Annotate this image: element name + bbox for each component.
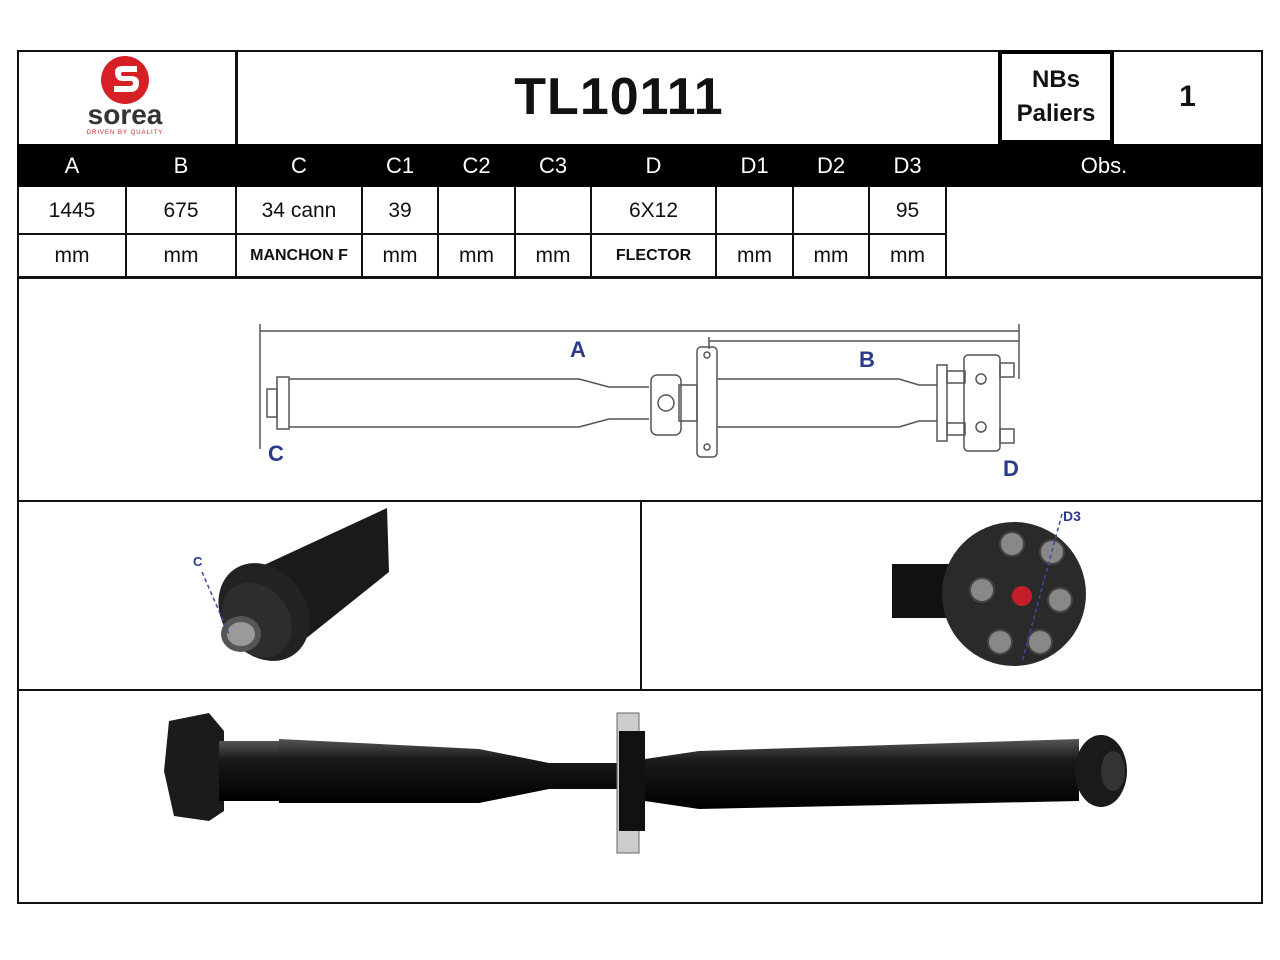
- col-header-c1: C1: [385, 152, 415, 178]
- driveshaft-photo-icon: [164, 712, 1127, 854]
- flector-photo-icon: [892, 513, 1086, 666]
- value-c1: 39: [388, 199, 412, 222]
- sleeve-photo-icon: [201, 508, 389, 661]
- unit-c3: mm: [535, 244, 571, 267]
- value-d2: [794, 189, 868, 233]
- divider: [868, 187, 870, 277]
- value-c2: [439, 189, 514, 233]
- diagram-label-b: B: [859, 347, 875, 372]
- col-header-d: D: [645, 152, 662, 178]
- divider: [235, 52, 238, 144]
- col-header-b: B: [173, 152, 189, 178]
- photo-label-d3: D3: [1063, 508, 1081, 524]
- divider: [945, 187, 947, 277]
- col-header-d1: D1: [740, 152, 769, 178]
- value-d1: [717, 189, 792, 233]
- unit-c: MANCHON F: [250, 247, 348, 264]
- col-header-c2: C2: [462, 152, 491, 178]
- unit-d3: mm: [890, 244, 925, 267]
- divider: [19, 276, 1263, 279]
- svg-text:sorea: sorea: [88, 99, 163, 130]
- part-number: TL10111: [514, 68, 724, 126]
- col-header-c: C: [291, 152, 307, 178]
- sheet-frame: [17, 50, 1263, 904]
- unit-d: FLECTOR: [615, 247, 692, 264]
- value-c: 34 cann: [261, 199, 337, 222]
- sorea-logo-icon: sorea DRIVEN BY QUALITY: [87, 56, 164, 136]
- divider: [19, 233, 946, 235]
- photo-flector: D3: [642, 502, 1263, 689]
- value-d: 6X12: [628, 199, 679, 222]
- photo-sleeve-end: C: [19, 502, 640, 689]
- divider: [514, 187, 516, 277]
- driveshaft-drawing-icon: [259, 324, 1020, 458]
- unit-d2: mm: [813, 244, 849, 267]
- brand-logo: sorea DRIVEN BY QUALITY: [19, 52, 235, 142]
- col-header-a: A: [64, 152, 80, 178]
- unit-c2: mm: [459, 244, 494, 267]
- bearings-label-line1: NBs: [1031, 66, 1080, 93]
- divider: [792, 187, 794, 277]
- divider: [19, 500, 1263, 502]
- diagram-label-d: D: [1003, 456, 1019, 481]
- divider: [235, 187, 237, 277]
- unit-c1: mm: [382, 244, 418, 267]
- diagram-label-a: A: [570, 337, 586, 362]
- divider: [437, 187, 439, 277]
- technical-diagram: A B C D: [19, 279, 1263, 500]
- svg-text:DRIVEN BY QUALITY: DRIVEN BY QUALITY: [87, 130, 164, 136]
- photo-full-driveshaft: [19, 691, 1263, 902]
- bearings-label-box: NBs Paliers: [998, 50, 1114, 144]
- col-header-obs: Obs.: [1080, 152, 1128, 178]
- divider: [590, 187, 592, 277]
- diagram-label-c: C: [268, 441, 284, 466]
- value-d3: 95: [895, 199, 920, 222]
- photo-label-c: C: [193, 554, 203, 569]
- unit-d1: mm: [737, 244, 772, 267]
- divider: [361, 187, 363, 277]
- value-a: 1445: [48, 199, 96, 222]
- divider: [640, 502, 642, 690]
- value-b: 675: [163, 199, 199, 222]
- unit-b: mm: [163, 244, 199, 267]
- divider: [19, 689, 1263, 691]
- col-header-d2: D2: [816, 152, 846, 178]
- bearings-label-line2: Paliers: [1016, 100, 1096, 127]
- col-header-d3: D3: [893, 152, 922, 178]
- header-bar: [17, 144, 1263, 187]
- value-c3: [516, 189, 590, 233]
- col-header-c3: C3: [538, 152, 568, 178]
- bearings-count: 1: [1179, 80, 1196, 113]
- unit-a: mm: [54, 244, 90, 267]
- divider: [715, 187, 717, 277]
- divider: [125, 187, 127, 277]
